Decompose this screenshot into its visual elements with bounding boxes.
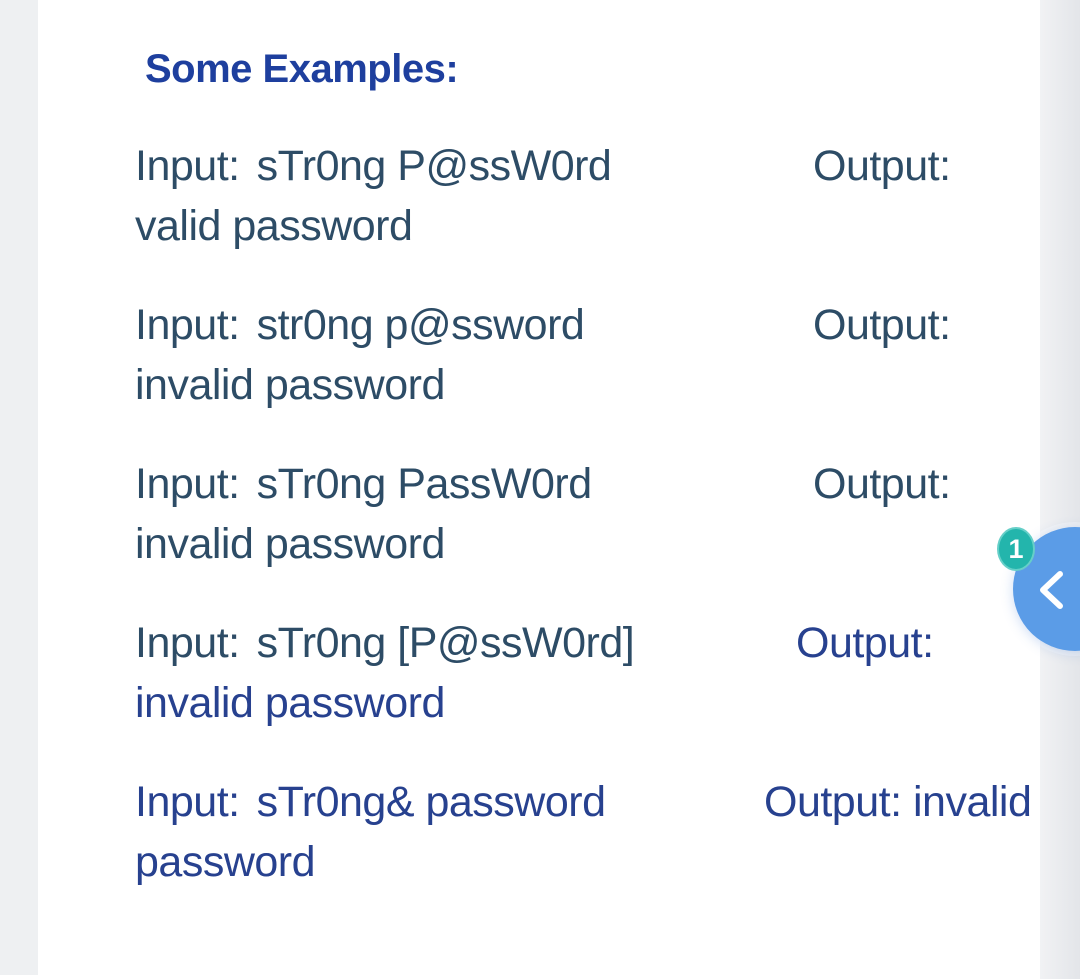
section-heading: Some Examples: [145, 47, 459, 91]
example-row: Input: str0ng p@ssword Output: invalid pa… [135, 295, 1025, 415]
badge-count: 1 [1008, 533, 1024, 564]
scroll-gutter-right [1040, 0, 1080, 979]
input-label: Input: [135, 460, 240, 508]
input-value: sTr0ng PassW0rd [256, 460, 593, 508]
example-input: Input: sTr0ng P@ssW0rd [135, 142, 612, 190]
example-output: Output: invalid [764, 778, 1032, 826]
document-card: Some Examples: Input: sTr0ng P@ssW0rd Out… [38, 0, 1040, 979]
input-value: str0ng p@ssword [256, 301, 585, 349]
example-output: Output: [813, 142, 951, 190]
input-label: Input: [135, 301, 240, 349]
example-row: Input: sTr0ng [P@ssW0rd] Output: invalid … [135, 613, 1025, 733]
input-value: sTr0ng& password [256, 778, 606, 826]
example-input: Input: str0ng p@ssword [135, 301, 585, 349]
example-output-wrap: password [135, 838, 316, 886]
example-row: Input: sTr0ng P@ssW0rd Output: valid pass… [135, 136, 1025, 256]
example-input: Input: sTr0ng [P@ssW0rd] [135, 619, 635, 667]
example-output: Output: [796, 619, 934, 667]
example-output: Output: [813, 460, 951, 508]
example-row: Input: sTr0ng& password Output: invalid p… [135, 772, 1032, 892]
input-value: sTr0ng [P@ssW0rd] [256, 619, 635, 667]
input-value: sTr0ng P@ssW0rd [256, 142, 612, 190]
example-output-wrap: invalid password [135, 679, 445, 727]
page-gutter-left [0, 0, 38, 975]
example-input: Input: sTr0ng& password [135, 778, 606, 826]
input-label: Input: [135, 778, 240, 826]
example-output: Output: [813, 301, 951, 349]
example-input: Input: sTr0ng PassW0rd [135, 460, 592, 508]
example-output-wrap: valid password [135, 202, 413, 250]
input-label: Input: [135, 142, 240, 190]
input-label: Input: [135, 619, 240, 667]
chevron-left-icon [1040, 571, 1063, 609]
example-output-wrap: invalid password [135, 361, 445, 409]
notification-badge: 1 [997, 527, 1035, 571]
example-row: Input: sTr0ng PassW0rd Output: invalid pa… [135, 454, 1025, 574]
example-output-wrap: invalid password [135, 520, 445, 568]
